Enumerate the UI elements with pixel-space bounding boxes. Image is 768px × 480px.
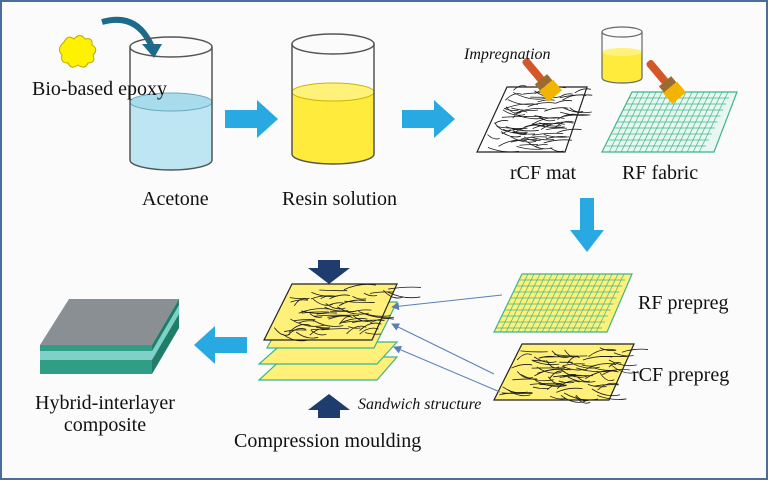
epoxy-flake-icon [58, 35, 97, 68]
acetone-label: Acetone [142, 188, 209, 210]
resin-beaker-icon [291, 33, 375, 165]
sandwich-structure-label: Sandwich structure [358, 396, 482, 413]
hybrid-interlayer-composite-label: Hybrid-interlayer composite [35, 392, 175, 436]
acetone-beaker-icon [129, 36, 213, 171]
rcf-prepreg-label: rCF prepreg [632, 364, 730, 386]
rf-prepreg-label: RF prepreg [638, 292, 729, 314]
arrow-acetone-to-resin [225, 100, 278, 138]
composite-block-icon [40, 299, 179, 374]
pointer-line [391, 323, 495, 375]
rf-fabric-label: RF fabric [622, 162, 699, 184]
pointer-line [393, 346, 501, 393]
arrow-down-to-prepreg [570, 198, 604, 252]
rcf-prepreg-fibers [499, 347, 649, 404]
brush-icon [646, 60, 687, 104]
brush-icon [522, 58, 563, 102]
rf-prepreg-grid [496, 273, 626, 333]
compression-moulding-label: Compression moulding [234, 430, 422, 452]
rcf-mat-label: rCF mat [510, 162, 577, 184]
arrow-resin-to-impregnation [402, 100, 455, 138]
rf-prepreg-icon [493, 273, 633, 333]
press-arrow-down-icon [308, 260, 350, 284]
rcf-mat-fibers [487, 85, 593, 153]
bio-epoxy-label: Bio-based epoxy [32, 78, 167, 100]
resin-cup-icon [601, 26, 643, 84]
pointer-line [391, 294, 503, 311]
sandwich-stack-icon [257, 283, 421, 381]
arrow-moulding-to-composite [194, 326, 247, 364]
impregnation-label: Impregnation [464, 46, 551, 63]
rf-fabric-grid [606, 91, 730, 153]
pour-arrow-head [142, 44, 162, 58]
pour-arrow [101, 16, 155, 49]
press-arrow-up-icon [308, 394, 350, 418]
resin-solution-label: Resin solution [282, 188, 398, 210]
